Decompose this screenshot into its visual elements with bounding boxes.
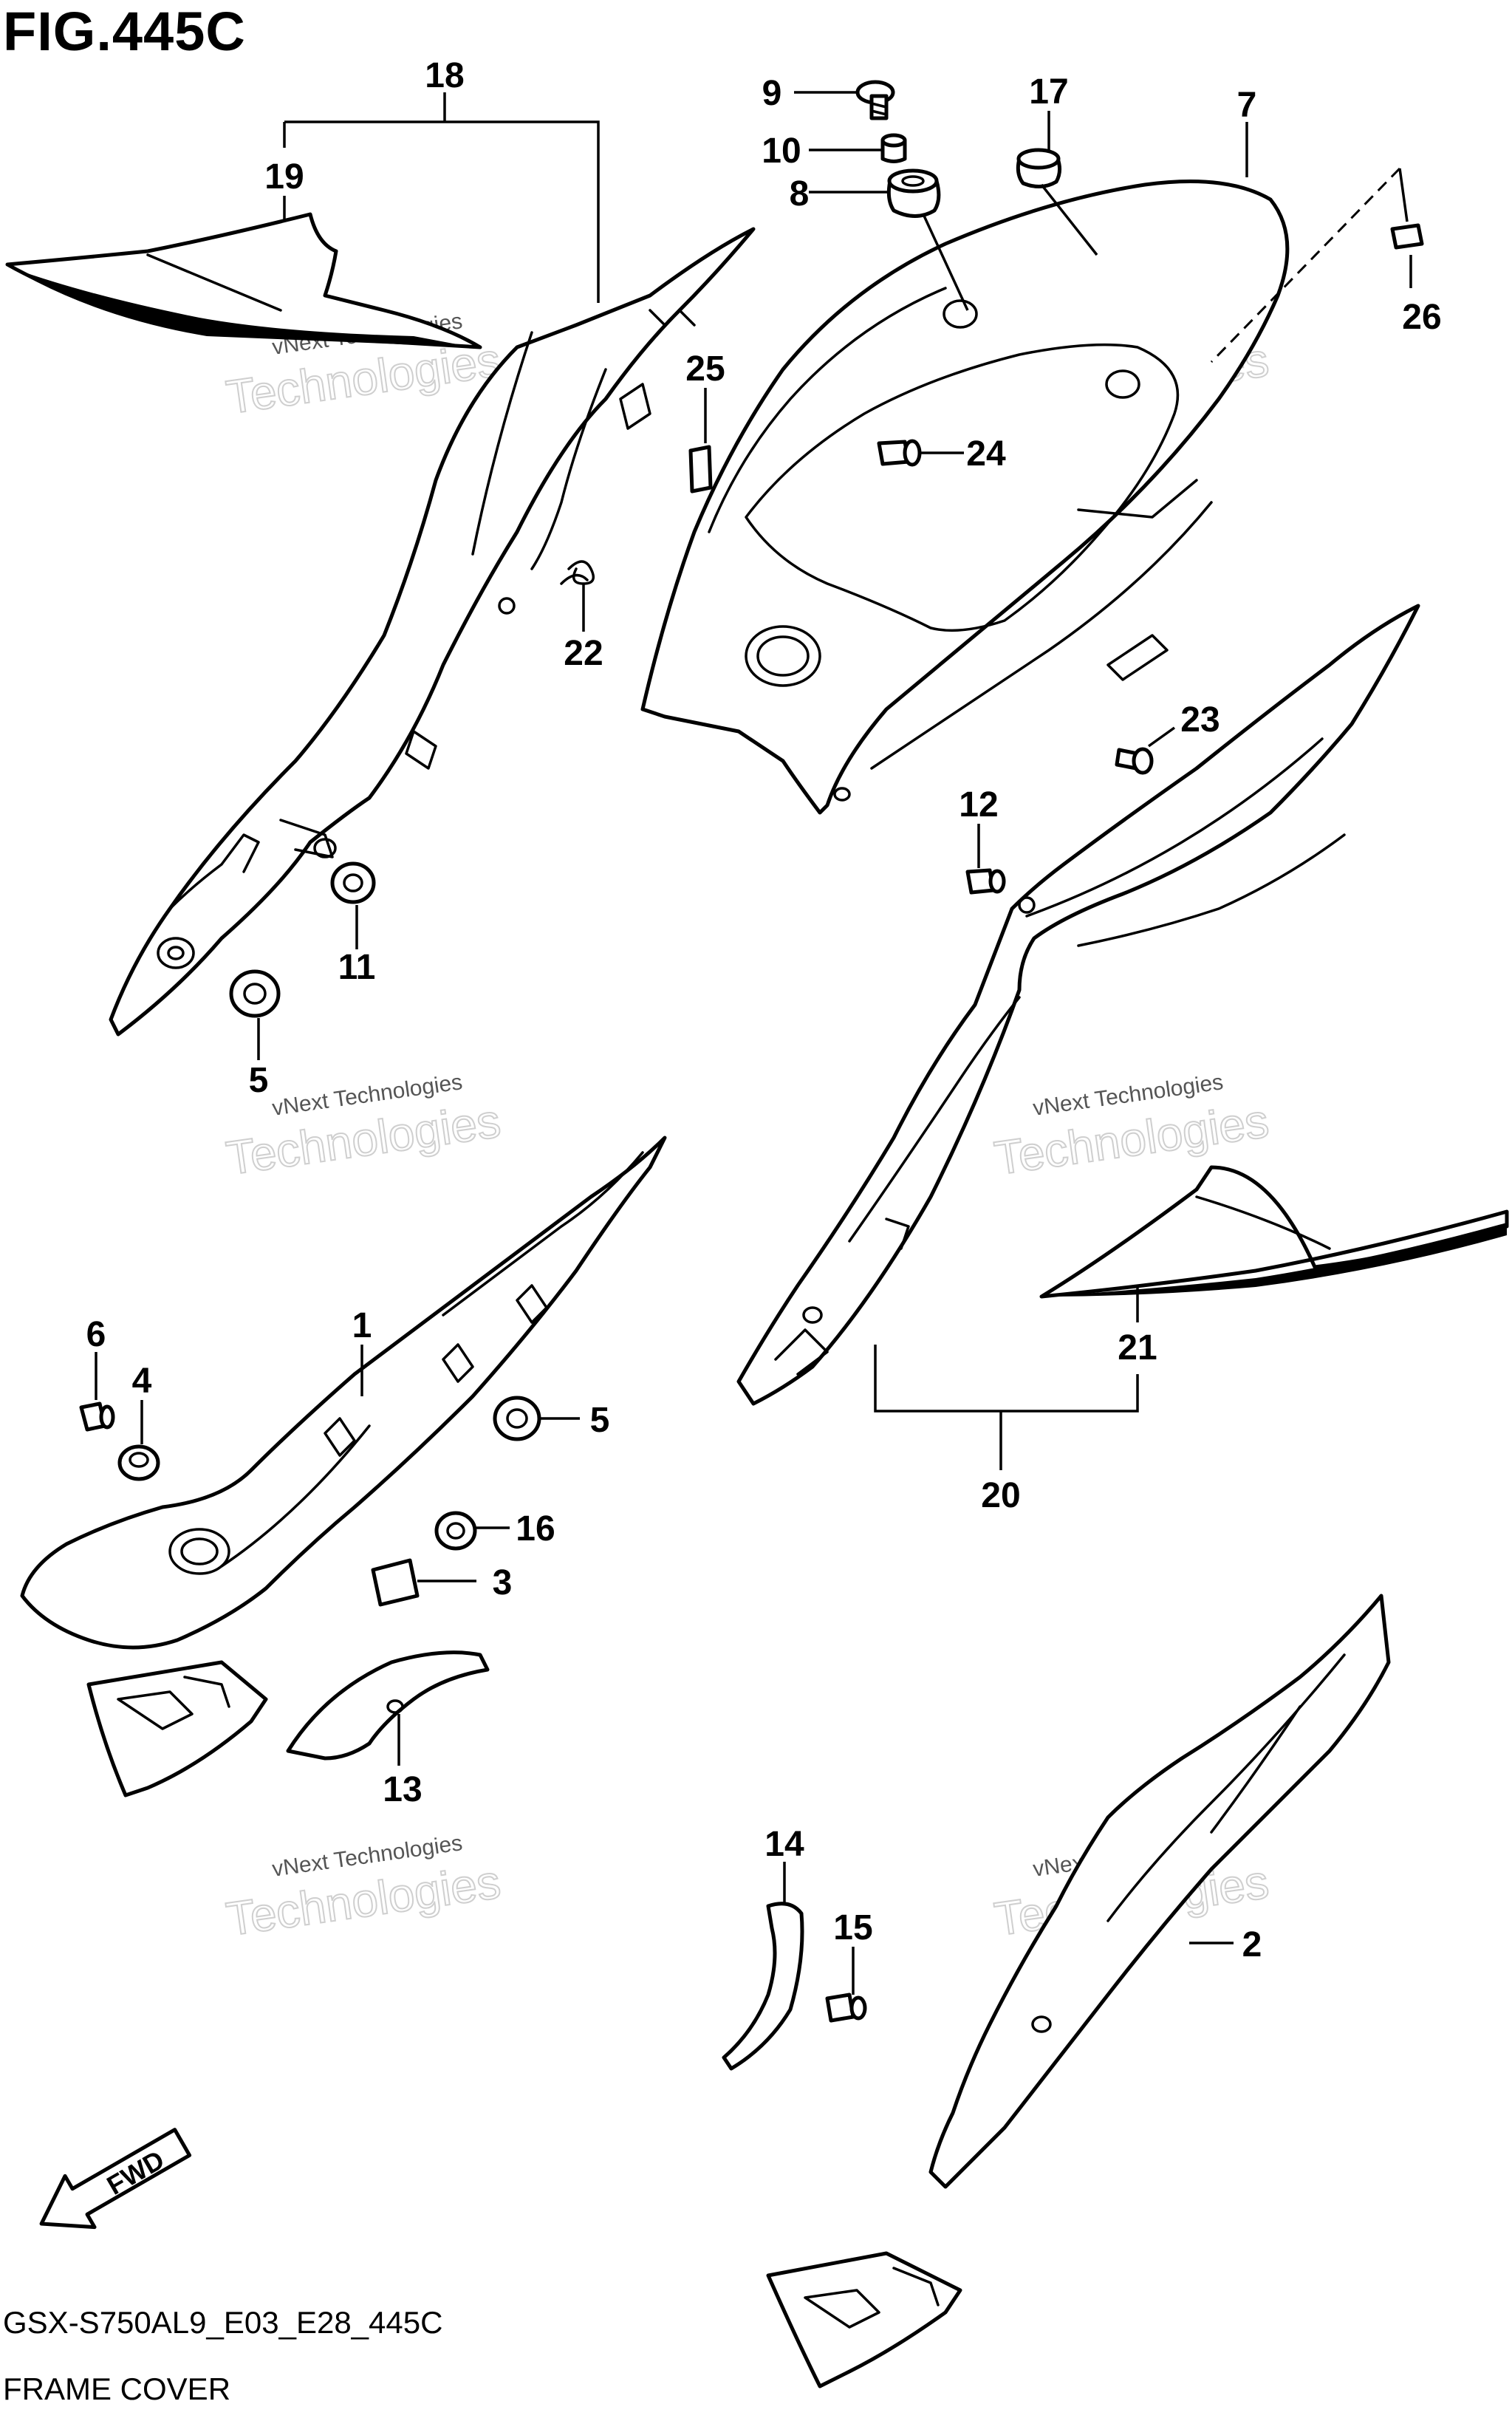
callout-13: 13	[383, 1770, 422, 1809]
part-14-bracket	[722, 1902, 804, 2071]
callout-labels: 18 19 9 10 8 17 7 26 25 24 22 23 12 11 5…	[86, 56, 1442, 1964]
callout-2: 2	[1242, 1925, 1262, 1964]
part-5-grommet-lower	[493, 1396, 541, 1441]
part-10-collar	[880, 133, 907, 163]
part-3-cushion	[371, 1558, 420, 1607]
callout-25: 25	[685, 349, 725, 389]
part-7-seat-tail-cover	[640, 180, 1290, 815]
callout-23: 23	[1180, 700, 1219, 740]
part-6-bolt	[79, 1401, 115, 1432]
callout-14: 14	[764, 1825, 804, 1864]
part-22-spring-nut	[560, 560, 595, 585]
callout-8: 8	[790, 174, 810, 214]
callout-4: 4	[132, 1362, 152, 1401]
callout-11: 11	[338, 948, 376, 987]
callout-16: 16	[516, 1509, 555, 1548]
part-16-grommet	[434, 1511, 477, 1551]
callout-5-lower: 5	[590, 1401, 610, 1440]
part-24-clip	[877, 439, 922, 467]
part-2-right-lower-cover	[928, 1594, 1391, 2189]
callout-19: 19	[264, 157, 304, 197]
drawing-name: FRAME COVER	[3, 2372, 231, 2406]
callout-10: 10	[762, 132, 801, 171]
part-21-decal	[1039, 1165, 1509, 1299]
part-23-screw	[1115, 747, 1154, 775]
callout-5-upper: 5	[249, 1061, 269, 1100]
callout-26: 26	[1402, 298, 1441, 337]
callout-7: 7	[1237, 86, 1257, 125]
callout-15: 15	[833, 1908, 872, 1947]
callout-21: 21	[1118, 1328, 1157, 1367]
part-15-clip	[825, 1993, 867, 2023]
callout-22: 22	[564, 634, 603, 673]
part-19-decal	[5, 212, 482, 349]
callout-9: 9	[762, 74, 782, 113]
part-9-screw	[855, 80, 895, 120]
part-18-left-frame-cover	[109, 227, 756, 1037]
part-4-collar	[117, 1444, 160, 1481]
part-26-cushion	[1390, 223, 1424, 250]
leader-lines	[95, 91, 1412, 1995]
part-25-cushion	[688, 445, 713, 494]
figure-title: FIG.445C	[3, 1, 246, 62]
part-11-grommet	[330, 861, 376, 904]
part-13-bracket	[286, 1650, 490, 1761]
drawing-code: GSX-S750AL9_E03_E28_445C	[3, 2305, 443, 2340]
callout-17: 17	[1029, 72, 1068, 112]
callout-18: 18	[425, 56, 464, 95]
callout-12: 12	[959, 785, 998, 824]
part-20-right-frame-cover	[736, 604, 1420, 1406]
callout-6: 6	[86, 1315, 106, 1354]
callout-1: 1	[352, 1306, 372, 1345]
part-1-left-lower-cover	[20, 1136, 667, 1650]
callout-3: 3	[493, 1563, 513, 1602]
part-12-clip	[965, 868, 1006, 895]
part-8-grommet	[886, 168, 941, 218]
part-2-lower-flap	[766, 2251, 962, 2388]
callout-20: 20	[981, 1476, 1020, 1515]
part-1-lower-flap	[86, 1660, 268, 1797]
fwd-arrow-icon: FWD	[39, 2128, 192, 2230]
callout-24: 24	[966, 434, 1006, 474]
part-17-grommet	[1016, 148, 1062, 188]
part-5-grommet-upper	[229, 969, 281, 1018]
